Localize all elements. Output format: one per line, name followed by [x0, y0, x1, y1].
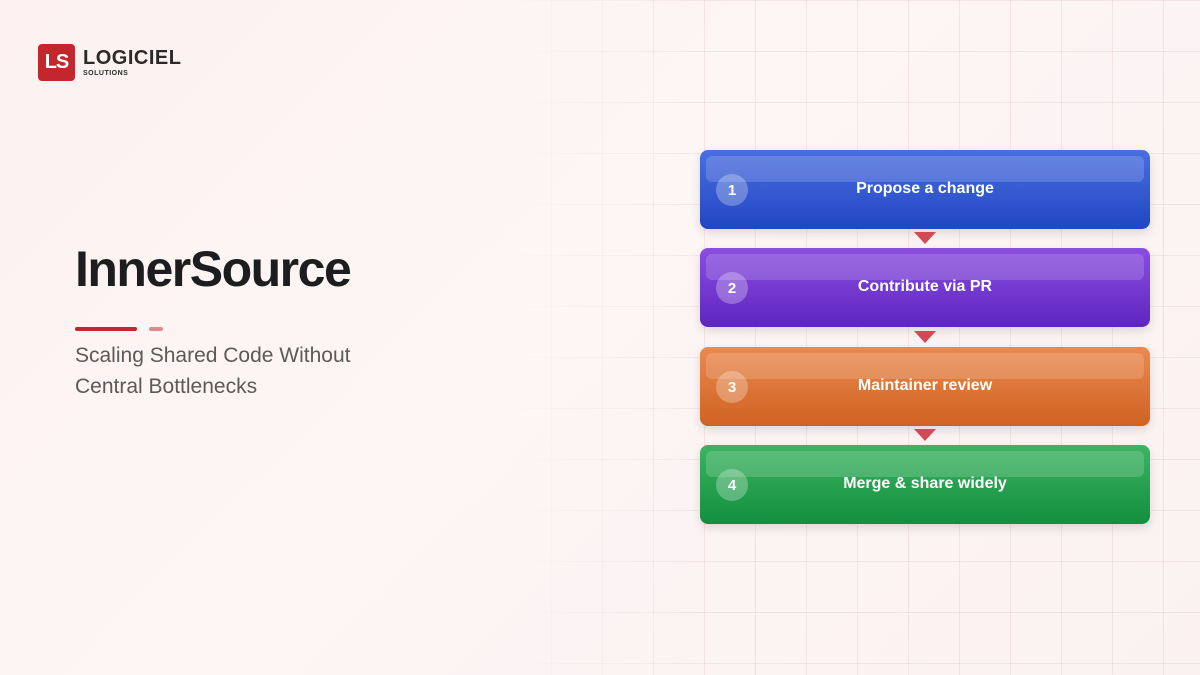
logo: LS LOGICIEL SOLUTIONS — [38, 44, 181, 81]
step-contribute-pr: 2 Contribute via PR — [700, 248, 1150, 327]
step-number-badge: 4 — [716, 469, 748, 501]
step-label: Propose a change — [856, 180, 994, 197]
step-number-badge: 1 — [716, 174, 748, 206]
page-subtitle: Scaling Shared Code Without Central Bott… — [75, 340, 435, 402]
step-label: Contribute via PR — [857, 278, 993, 295]
down-arrow-icon — [914, 232, 936, 244]
page-title: InnerSource — [75, 241, 352, 297]
logo-wordmark: LOGICIEL SOLUTIONS — [83, 48, 181, 77]
title-accent-dot — [149, 327, 163, 331]
logo-name: LOGICIEL — [83, 47, 182, 69]
step-label: Maintainer review — [857, 377, 993, 394]
down-arrow-icon — [914, 429, 936, 441]
title-accent-bar — [75, 327, 137, 331]
step-merge-share: 4 Merge & share widely — [700, 445, 1150, 524]
step-maintainer-review: 3 Maintainer review — [700, 347, 1150, 426]
logo-subtitle: SOLUTIONS — [83, 70, 129, 77]
step-propose-change: 1 Propose a change — [700, 150, 1150, 229]
step-number-badge: 3 — [716, 371, 748, 403]
step-number-badge: 2 — [716, 272, 748, 304]
subtitle-line-2: Central Bottlenecks — [75, 375, 258, 398]
background-grid — [500, 0, 1200, 675]
subtitle-line-1: Scaling Shared Code Without — [75, 344, 351, 367]
logo-mark: LS — [38, 44, 75, 81]
down-arrow-icon — [914, 331, 936, 343]
step-label: Merge & share widely — [843, 475, 1007, 492]
